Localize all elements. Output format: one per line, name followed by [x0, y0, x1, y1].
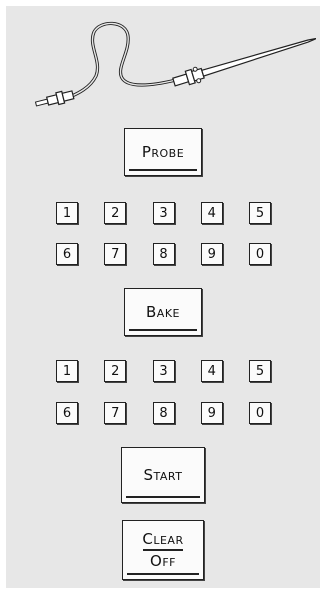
probe-key-4[interactable]: 4: [201, 202, 223, 224]
probe-button-underline: [129, 169, 197, 172]
clear-off-divider: [143, 549, 183, 551]
bake-button-label: Bake: [146, 303, 180, 321]
probe-key-7[interactable]: 7: [104, 243, 126, 265]
probe-button[interactable]: Probe: [124, 128, 202, 176]
bake-key-2[interactable]: 2: [104, 360, 126, 382]
bake-button[interactable]: Bake: [124, 288, 202, 336]
probe-button-label: Probe: [142, 143, 184, 161]
probe-key-6[interactable]: 6: [56, 243, 78, 265]
meat-probe-icon: [26, 16, 316, 116]
probe-key-9[interactable]: 9: [201, 243, 223, 265]
probe-key-1[interactable]: 1: [56, 202, 78, 224]
probe-key-2[interactable]: 2: [104, 202, 126, 224]
start-button-underline: [126, 496, 200, 499]
bake-key-9[interactable]: 9: [201, 402, 223, 424]
bake-key-0[interactable]: 0: [249, 402, 271, 424]
clear-label: Clear: [142, 531, 183, 547]
clear-off-button[interactable]: Clear Off: [122, 520, 204, 580]
bake-key-7[interactable]: 7: [104, 402, 126, 424]
probe-key-3[interactable]: 3: [153, 202, 175, 224]
bake-keypad-row-2: 6 7 8 9 0: [56, 402, 271, 424]
bake-key-1[interactable]: 1: [56, 360, 78, 382]
probe-key-0[interactable]: 0: [249, 243, 271, 265]
bake-key-4[interactable]: 4: [201, 360, 223, 382]
bake-key-6[interactable]: 6: [56, 402, 78, 424]
probe-key-5[interactable]: 5: [249, 202, 271, 224]
bake-button-underline: [129, 329, 197, 332]
probe-keypad-row-2: 6 7 8 9 0: [56, 243, 271, 265]
bake-key-8[interactable]: 8: [153, 402, 175, 424]
control-panel: Probe 1 2 3 4 5 6 7 8 9 0 Bake 1 2 3 4 5…: [6, 6, 320, 588]
probe-key-8[interactable]: 8: [153, 243, 175, 265]
bake-keypad-row-1: 1 2 3 4 5: [56, 360, 271, 382]
probe-keypad-row-1: 1 2 3 4 5: [56, 202, 271, 224]
off-label: Off: [150, 553, 176, 569]
start-button-label: Start: [144, 466, 183, 484]
start-button[interactable]: Start: [121, 447, 205, 503]
bake-key-5[interactable]: 5: [249, 360, 271, 382]
bake-key-3[interactable]: 3: [153, 360, 175, 382]
clear-off-button-underline: [127, 573, 199, 576]
